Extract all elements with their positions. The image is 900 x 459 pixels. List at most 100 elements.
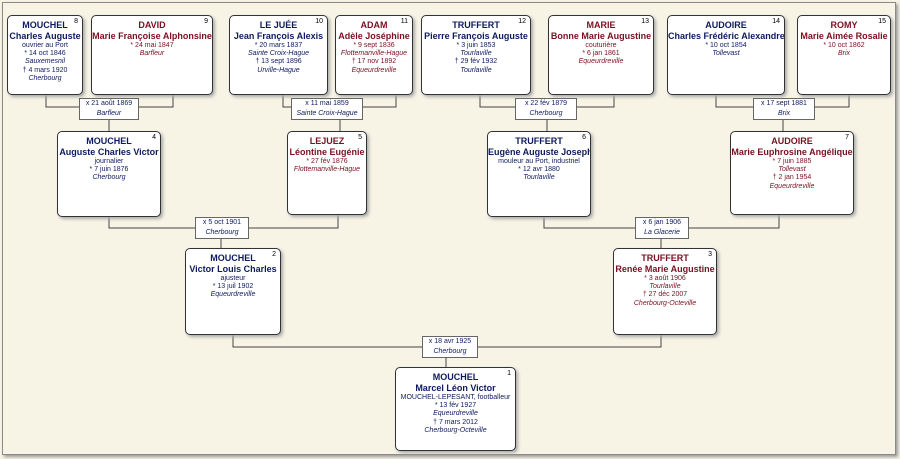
person-surname: DAVID bbox=[138, 20, 166, 30]
marriage-place: Cherbourg bbox=[529, 110, 563, 117]
person-surname: ADAM bbox=[360, 20, 388, 30]
person-number: 6 bbox=[582, 134, 586, 141]
person-surname: LEJUEZ bbox=[309, 136, 345, 146]
person-occupation: MOUCHEL-LEPESANT, footballeur bbox=[400, 393, 511, 401]
person-number: 11 bbox=[400, 18, 408, 25]
person-given-names: Auguste Charles Victor bbox=[59, 146, 159, 157]
person-birth-date: * 14 oct 1846 bbox=[24, 49, 66, 57]
person-birth-place: Sainte Croix-Hague bbox=[247, 49, 310, 57]
person-birth-place: Tollevast bbox=[778, 165, 806, 173]
person-birth-date: * 13 fév 1927 bbox=[434, 401, 477, 409]
person-number: 9 bbox=[204, 18, 208, 25]
person-surname: TRUFFERT bbox=[515, 136, 563, 146]
person-number: 12 bbox=[518, 18, 526, 25]
person-birth-date: * 10 oct 1854 bbox=[705, 41, 747, 49]
person-number: 5 bbox=[358, 134, 362, 141]
person-surname: MARIE bbox=[586, 20, 616, 30]
marriage-date: x 21 août 1869 bbox=[85, 100, 133, 107]
person-given-names: Charles Frédéric Alexandre bbox=[668, 30, 785, 41]
person-birth-place: Tourlaville bbox=[649, 282, 681, 290]
person-given-names: Adèle Joséphine bbox=[338, 30, 410, 41]
person-number: 13 bbox=[641, 18, 649, 25]
marriage-place: Cherbourg bbox=[205, 229, 239, 236]
person-birth-place: Cherbourg bbox=[92, 174, 126, 182]
person-birth-date: * 20 mars 1837 bbox=[254, 41, 303, 49]
person-surname: TRUFFERT bbox=[452, 20, 500, 30]
person-number: 14 bbox=[772, 18, 780, 25]
marriage-place: Brix bbox=[777, 110, 791, 117]
person-number: 10 bbox=[315, 18, 323, 25]
person-death-date: † 17 nov 1892 bbox=[351, 58, 397, 66]
person-death-date: † 7 mars 2012 bbox=[433, 418, 478, 426]
marriage-date: x 22 fév 1879 bbox=[524, 100, 568, 107]
person-death-date: † 13 sept 1896 bbox=[255, 58, 302, 66]
person-birth-place: Tourlaville bbox=[523, 174, 555, 182]
person-number: 2 bbox=[272, 251, 276, 258]
person-death-place: Cherbourg-Octeville bbox=[424, 427, 487, 435]
person-death-date: † 2 jan 1954 bbox=[772, 174, 812, 182]
marriage-date: x 18 avr 1925 bbox=[428, 338, 472, 345]
person-birth-place: Flottemanville-Hague bbox=[340, 49, 408, 57]
person-given-names: Bonne Marie Augustine bbox=[550, 30, 652, 41]
person-birth-place: Barfleur bbox=[139, 49, 165, 57]
marriage-date: x 6 jan 1906 bbox=[642, 219, 682, 226]
person-birth-place: Tollevast bbox=[712, 49, 740, 57]
marriage-date: x 11 mai 1859 bbox=[305, 100, 349, 107]
marriage-date: x 5 oct 1901 bbox=[202, 219, 242, 226]
person-occupation: ouvrier au Port bbox=[22, 41, 68, 49]
marriage-place: Cherbourg bbox=[433, 348, 467, 355]
person-birth-date: * 3 juin 1853 bbox=[456, 41, 496, 49]
person-given-names: Marie Euphrosine Angélique bbox=[731, 146, 853, 157]
person-surname: ROMY bbox=[830, 20, 858, 30]
person-given-names: Charles Auguste bbox=[9, 30, 81, 41]
person-number: 4 bbox=[152, 134, 156, 141]
person-surname: MOUCHEL bbox=[86, 136, 132, 146]
person-birth-place: Tourlaville bbox=[460, 49, 492, 57]
person-occupation: ajusteur bbox=[220, 274, 246, 282]
person-given-names: Marcel Léon Victor bbox=[415, 382, 496, 393]
person-birth-date: * 3 août 1906 bbox=[644, 274, 686, 282]
person-given-names: Victor Louis Charles bbox=[189, 263, 277, 274]
person-given-names: Eugène Auguste Joseph bbox=[488, 146, 591, 157]
person-birth-date: * 7 juin 1876 bbox=[89, 165, 129, 173]
person-birth-date: * 6 jan 1861 bbox=[582, 49, 620, 57]
person-surname: LE JUÉE bbox=[259, 20, 298, 30]
person-birth-date: * 13 juil 1902 bbox=[212, 282, 254, 290]
person-death-date: † 4 mars 1920 bbox=[22, 66, 68, 74]
person-number: 1 bbox=[507, 370, 511, 377]
person-occupation: mouleur au Port, industriel bbox=[498, 157, 580, 165]
person-death-place: Cherbourg bbox=[28, 75, 62, 83]
person-birth-place: Equeurdreville bbox=[433, 410, 478, 418]
person-surname: AUDOIRE bbox=[771, 136, 813, 146]
marriage-place: Barfleur bbox=[96, 110, 122, 117]
person-surname: MOUCHEL bbox=[22, 20, 68, 30]
marriage-date: x 17 sept 1881 bbox=[761, 100, 807, 107]
marriage-place: Sainte Croix-Hague bbox=[296, 110, 358, 117]
person-given-names: Marie Françoise Alphonsine bbox=[92, 30, 212, 41]
person-death-place: Urville-Hague bbox=[257, 66, 300, 74]
person-birth-date: * 27 fév 1876 bbox=[306, 157, 348, 165]
person-surname: AUDOIRE bbox=[705, 20, 747, 30]
person-birth-place: Equeurdreville bbox=[578, 58, 624, 66]
